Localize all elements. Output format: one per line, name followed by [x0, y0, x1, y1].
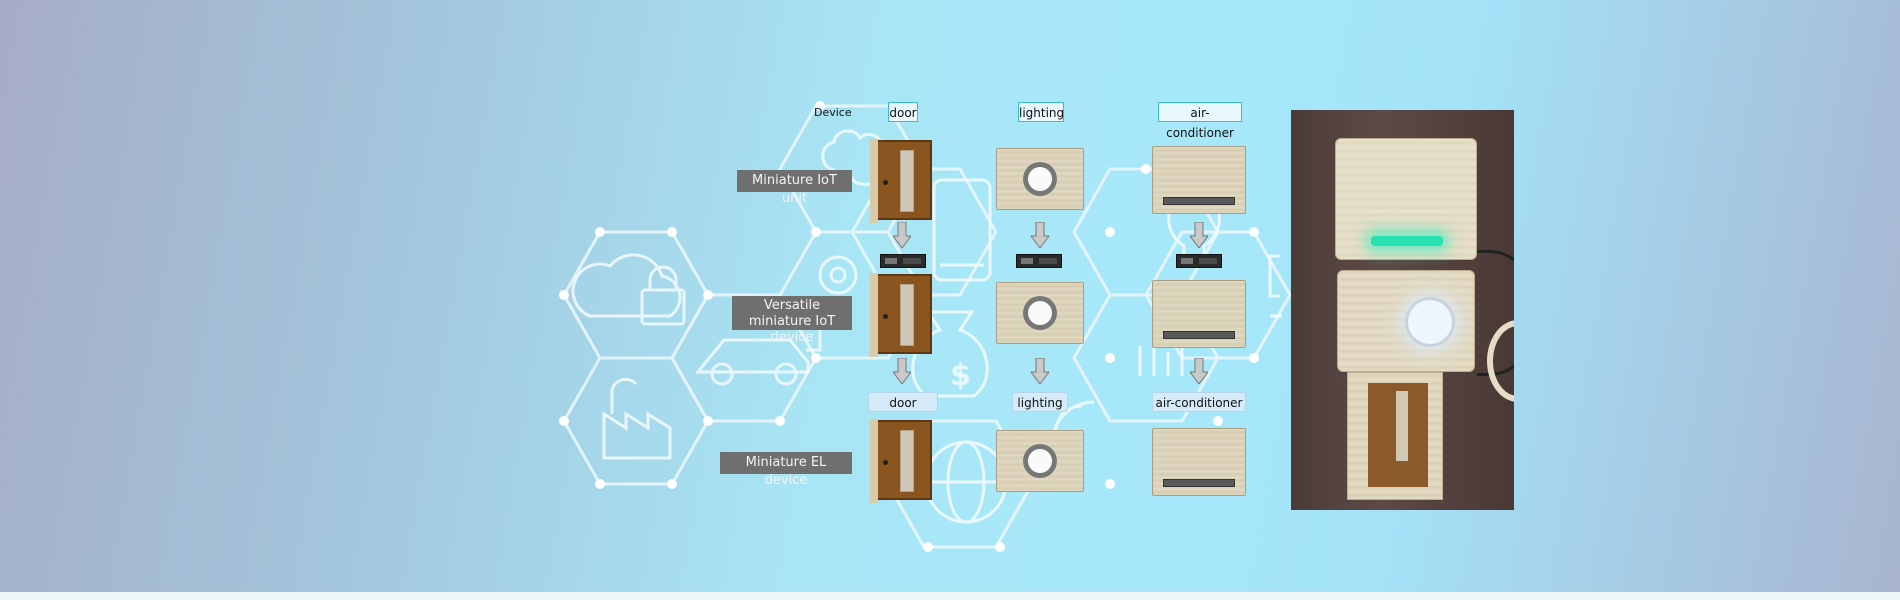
down-arrow-icon — [1031, 222, 1049, 248]
hex-node — [811, 353, 821, 363]
hex-node — [1249, 353, 1259, 363]
iot-board-image — [880, 254, 926, 268]
photo-lamp — [1405, 297, 1455, 347]
hex-node — [775, 416, 785, 426]
down-arrow-icon — [893, 222, 911, 248]
hex-node — [1249, 227, 1259, 237]
sub-label-air-conditioner: air-conditioner — [1152, 392, 1246, 412]
air-conditioner-device-image — [1152, 280, 1246, 348]
photo-air-conditioner — [1335, 138, 1477, 260]
device-photo — [1291, 110, 1514, 510]
hex-node — [1105, 227, 1115, 237]
lighting-device-image — [996, 430, 1084, 492]
lighting-device-image — [996, 148, 1084, 210]
smartphone-icon — [932, 178, 992, 282]
hex-node — [995, 542, 1005, 552]
air-conditioner-device-image — [1152, 428, 1246, 496]
hex-node — [595, 227, 605, 237]
chart-icon — [1138, 328, 1184, 376]
down-arrow-icon — [1190, 358, 1208, 384]
iot-board-image — [1176, 254, 1222, 268]
svg-text:$: $ — [950, 358, 971, 393]
row-label-miniature-iot-unit: Miniature IoT unit — [737, 170, 852, 206]
hex-node — [1213, 416, 1223, 426]
hex-node — [815, 101, 825, 111]
hex-cell — [562, 230, 710, 360]
lock-icon — [640, 288, 686, 326]
cloud-lock-icon — [571, 253, 682, 318]
hex-node — [1141, 164, 1151, 174]
hex-node — [559, 416, 569, 426]
hex-node — [667, 479, 677, 489]
hex-node — [559, 290, 569, 300]
sub-label-lighting: lighting — [1012, 392, 1068, 412]
column-header-door: door — [888, 102, 918, 122]
hex-node — [811, 227, 821, 237]
down-arrow-icon — [1190, 222, 1208, 248]
lighting-device-image — [996, 282, 1084, 344]
hex-node — [703, 290, 713, 300]
door-device-image — [870, 273, 932, 357]
hex-node — [923, 542, 933, 552]
hex-node — [667, 227, 677, 237]
door-device-image — [870, 419, 932, 503]
factory-icon — [602, 411, 672, 460]
column-header-air-conditioner: air-conditioner — [1158, 102, 1242, 140]
gear-right-icon — [1268, 254, 1282, 318]
hex-node — [1105, 479, 1115, 489]
iot-board-image — [1016, 254, 1062, 268]
down-arrow-icon — [893, 358, 911, 384]
gear-icon — [818, 255, 858, 295]
door-device-image — [870, 139, 932, 223]
hex-node — [1105, 353, 1115, 363]
hex-node — [595, 479, 605, 489]
photo-led-strip — [1371, 236, 1443, 246]
column-header-lighting: lighting — [1018, 102, 1064, 122]
device-label: Device — [814, 106, 852, 119]
sub-label-door: door — [868, 392, 938, 412]
down-arrow-icon — [1031, 358, 1049, 384]
hex-node — [703, 416, 713, 426]
air-conditioner-device-image — [1152, 146, 1246, 214]
photo-door — [1347, 372, 1443, 500]
row-label-miniature-el-device: Miniature EL device — [720, 452, 852, 488]
car-charging-icon — [694, 338, 810, 374]
row-label-versatile-miniature-iot-device: Versatile miniature IoT device — [732, 296, 852, 345]
